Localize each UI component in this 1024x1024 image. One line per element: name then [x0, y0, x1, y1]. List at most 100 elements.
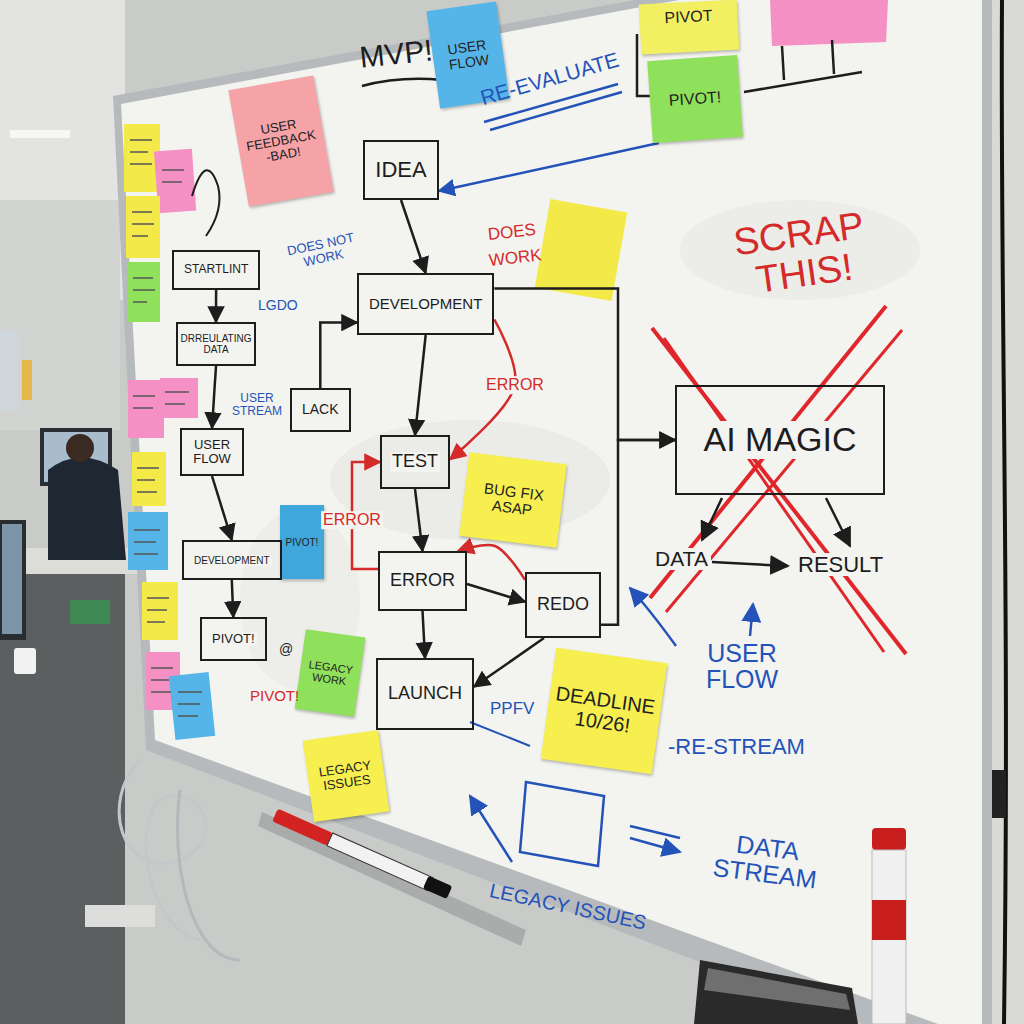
node-text: LACK — [300, 402, 341, 417]
marker-tray — [327, 833, 433, 891]
marker-tray — [872, 828, 906, 850]
node-text: BUG FIX ASAP — [468, 478, 557, 521]
whiteboard-strokes — [750, 604, 753, 636]
connector-arrow — [415, 335, 426, 435]
whiteboard-strokes — [744, 40, 862, 92]
node-text: TEST — [390, 452, 440, 472]
connector-arrow — [423, 611, 426, 658]
office-background — [48, 458, 126, 561]
whiteboard-surface — [113, 0, 992, 1024]
node-text: REDO — [535, 595, 591, 615]
connector-arrow — [439, 143, 659, 191]
connector-arrow — [415, 489, 423, 551]
office-background — [10, 130, 70, 138]
node-text: ERROR — [388, 571, 457, 591]
node-text: PIVOT — [664, 7, 713, 27]
edge-label: ERROR — [321, 511, 383, 529]
process-box: PIVOT! — [200, 617, 267, 661]
node-text: PIVOT! — [210, 632, 257, 646]
office-background — [0, 520, 26, 640]
marker-tray — [872, 850, 906, 1024]
node-text: LAUNCH — [386, 684, 464, 704]
whiteboard-strokes — [192, 170, 220, 236]
whiteboard-strokes — [630, 588, 676, 646]
office-background — [22, 360, 32, 400]
blank-sticky-notes — [128, 262, 160, 322]
whiteboard-strokes — [520, 782, 604, 866]
process-box: LAUNCH — [376, 658, 474, 730]
blank-sticky-notes — [128, 380, 164, 438]
blank-sticky-notes — [160, 378, 198, 418]
handwritten-label: DATA — [652, 548, 711, 570]
blank-sticky-notes — [128, 512, 168, 570]
node-text: LEGACY ISSUES — [312, 757, 379, 794]
office-background — [0, 200, 120, 430]
blank-sticky-notes — [126, 196, 160, 258]
node-text: DEVELOPMENT — [192, 555, 272, 566]
marker-tray — [872, 900, 906, 940]
process-box: AI MAGIC — [675, 385, 885, 495]
connector-arrow — [494, 289, 675, 441]
connector-arrow — [232, 580, 234, 617]
connector-arrow — [474, 638, 544, 687]
sticky-note: PIVOT! — [280, 505, 324, 579]
whiteboard-strokes — [630, 838, 680, 852]
sticky-note: LEGACY ISSUES — [303, 730, 390, 822]
blank-sticky-notes — [169, 672, 215, 740]
whiteboard-strokes — [664, 338, 884, 652]
blank-sticky-notes — [154, 149, 196, 213]
whiteboard-strokes — [702, 498, 722, 540]
office-background — [85, 905, 155, 927]
node-text: AI MAGIC — [701, 421, 858, 458]
office-background — [70, 600, 110, 624]
whiteboard-strokes — [652, 328, 906, 654]
office-background — [119, 760, 206, 940]
handwritten-label: PIVOT! — [250, 688, 299, 704]
office-background — [2, 524, 22, 634]
sticky-note: PIVOT — [639, 0, 739, 55]
connector-arrow — [215, 290, 218, 322]
blank-sticky-notes — [535, 199, 627, 301]
node-text: IDEA — [373, 158, 428, 182]
right-wall — [1002, 0, 1006, 1024]
whiteboard-strokes — [362, 79, 442, 86]
marker-tray — [258, 809, 906, 1024]
sticky-note: BUG FIX ASAP — [459, 452, 567, 547]
handwritten-label: -RE-STREAM — [668, 735, 805, 758]
sticky-note: PIVOT! — [647, 55, 743, 143]
whiteboard-surface — [121, 0, 982, 1024]
blank-sticky-notes — [132, 452, 166, 506]
whiteboard-strokes — [470, 722, 530, 746]
handwritten-label: LGDO — [258, 298, 298, 313]
process-box: IDEA — [363, 140, 439, 200]
node-text: PIVOT! — [668, 88, 722, 109]
whiteboard-strokes — [826, 498, 850, 546]
connector-arrow — [601, 440, 675, 625]
handwritten-label: PPFV — [490, 700, 534, 718]
blank-sticky-notes — [142, 582, 178, 640]
handwritten-label: RESULT — [795, 553, 886, 576]
node-text: LEGACY WORK — [304, 658, 357, 689]
process-box: STARTLINT — [172, 250, 260, 290]
connector-arrow — [320, 323, 357, 388]
connector-arrow — [467, 584, 525, 602]
node-text: USER FLOW — [190, 438, 234, 467]
connector-arrow — [401, 200, 426, 273]
process-box: REDO — [525, 572, 601, 638]
handwritten-label: USER FLOW — [682, 640, 802, 693]
office-background — [66, 434, 94, 462]
node-text: USER FEEDBACK -BAD! — [241, 113, 321, 168]
node-text: PIVOT! — [286, 537, 319, 548]
node-text: STARTLINT — [182, 263, 250, 276]
connector-group — [212, 143, 675, 687]
connector-arrow — [458, 545, 525, 580]
node-text: DEADLINE 10/26! — [551, 682, 656, 739]
process-box: LACK — [290, 388, 351, 432]
marker-tray — [272, 809, 452, 899]
process-box: USER FLOW — [180, 428, 244, 476]
connector-arrow — [212, 366, 216, 428]
node-text: USER FLOW — [437, 36, 499, 75]
process-box: DRREULATING DATA — [176, 322, 256, 366]
node-text: DRREULATING DATA — [179, 333, 254, 355]
